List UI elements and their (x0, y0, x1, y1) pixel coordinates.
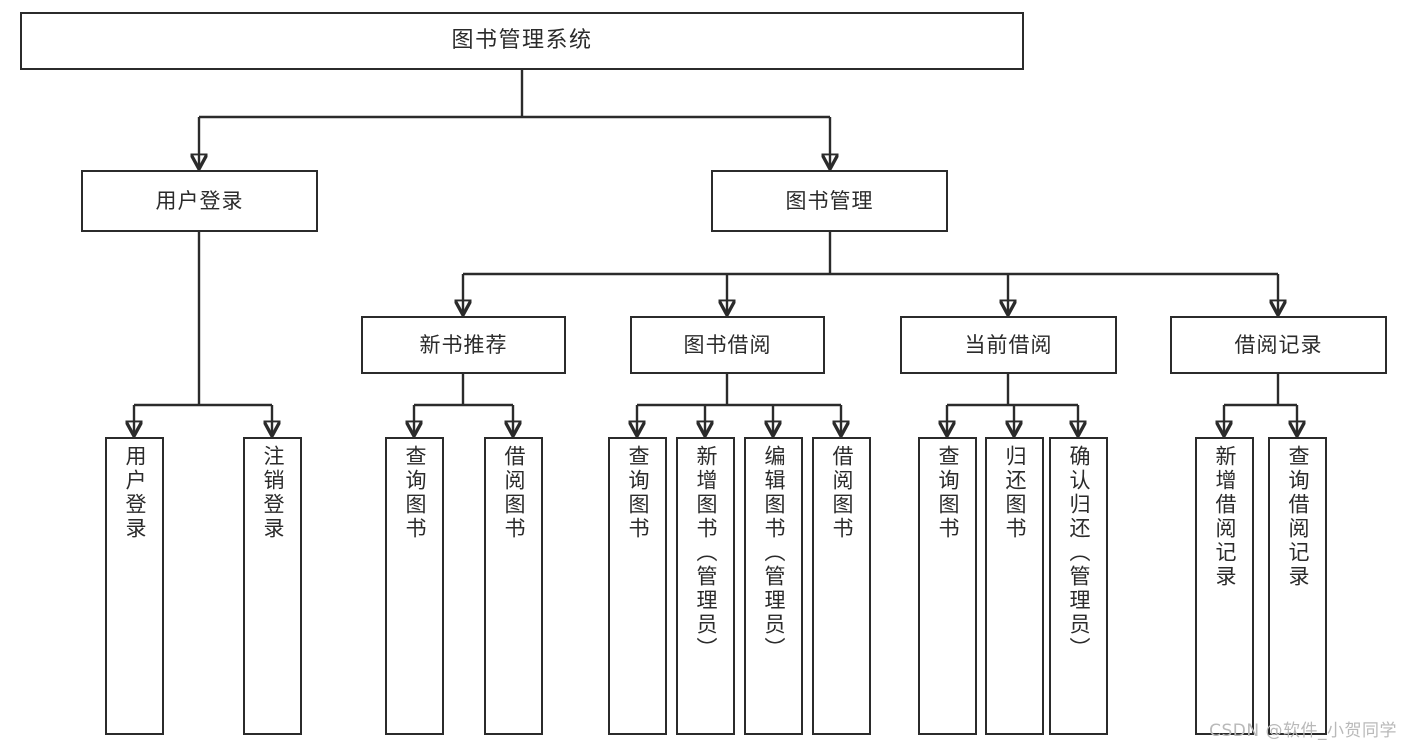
node-label: 编辑图书（管理员） (762, 445, 786, 661)
node-label: 新增图书（管理员） (694, 445, 718, 661)
leaf-borrow-edit-book-admin[interactable]: 编辑图书（管理员） (744, 437, 803, 735)
leaf-borrow-add-book-admin[interactable]: 新增图书（管理员） (676, 437, 735, 735)
node-book-borrow[interactable]: 图书借阅 (630, 316, 825, 374)
node-label: 查询图书 (626, 445, 650, 541)
leaf-record-query-record[interactable]: 查询借阅记录 (1268, 437, 1327, 735)
node-label: 查询图书 (936, 445, 960, 541)
node-label: 新书推荐 (419, 332, 508, 357)
leaf-current-return-books[interactable]: 归还图书 (985, 437, 1044, 735)
leaf-borrow-borrow-books[interactable]: 借阅图书 (812, 437, 871, 735)
node-label: 图书借阅 (683, 332, 772, 357)
csdn-watermark: CSDN @软件_小贺同学 (1209, 721, 1397, 741)
leaf-user-login-logout[interactable]: 注销登录 (243, 437, 302, 735)
node-root-system[interactable]: 图书管理系统 (20, 12, 1024, 70)
leaf-current-query-books[interactable]: 查询图书 (918, 437, 977, 735)
node-label: 归还图书 (1003, 445, 1027, 541)
node-current-borrow[interactable]: 当前借阅 (900, 316, 1117, 374)
node-label: 注销登录 (261, 445, 285, 541)
leaf-user-login-login[interactable]: 用户登录 (105, 437, 164, 735)
node-borrow-record[interactable]: 借阅记录 (1170, 316, 1387, 374)
leaf-new-book-query-books[interactable]: 查询图书 (385, 437, 444, 735)
leaf-new-book-borrow-books[interactable]: 借阅图书 (484, 437, 543, 735)
leaf-borrow-query-books[interactable]: 查询图书 (608, 437, 667, 735)
node-label: 查询图书 (403, 445, 427, 541)
node-user-login[interactable]: 用户登录 (81, 170, 318, 232)
leaf-record-add-record[interactable]: 新增借阅记录 (1195, 437, 1254, 735)
node-label: 借阅记录 (1234, 332, 1323, 357)
node-book-management[interactable]: 图书管理 (711, 170, 948, 232)
node-label: 当前借阅 (964, 332, 1053, 357)
node-label: 用户登录 (123, 445, 147, 541)
node-label: 查询借阅记录 (1286, 445, 1310, 589)
node-new-book-recommend[interactable]: 新书推荐 (361, 316, 566, 374)
node-label: 借阅图书 (502, 445, 526, 541)
node-label: 用户登录 (155, 188, 244, 213)
node-label: 确认归还（管理员） (1067, 445, 1091, 661)
leaf-current-confirm-return-admin[interactable]: 确认归还（管理员） (1049, 437, 1108, 735)
node-label: 图书管理 (785, 188, 874, 213)
node-label: 图书管理系统 (451, 28, 593, 54)
node-label: 借阅图书 (830, 445, 854, 541)
node-label: 新增借阅记录 (1213, 445, 1237, 589)
